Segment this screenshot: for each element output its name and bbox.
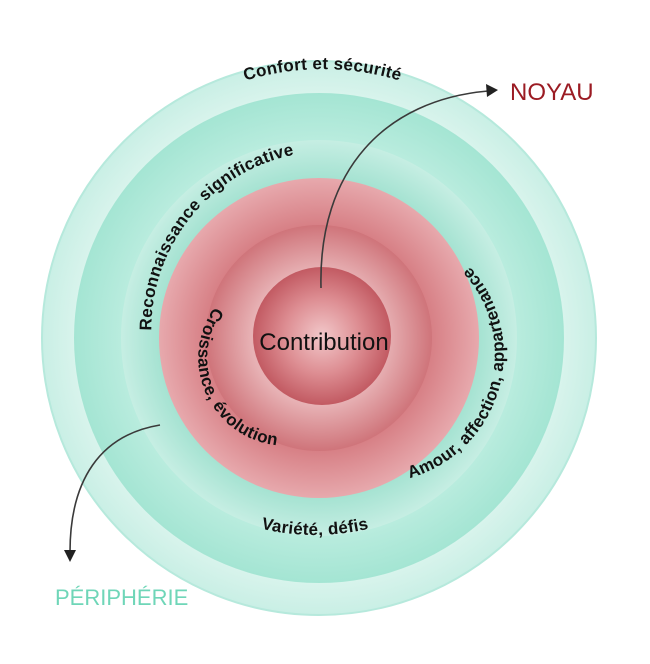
arrow-head-noyau [486,84,498,97]
arrow-to-periphery [69,424,161,553]
periphery-label: PÉRIPHÉRIE [55,585,188,610]
center-label: Contribution [259,329,388,356]
arrow-head-periphery [64,550,76,562]
core-label: NOYAU [510,79,594,106]
arrow-to-noyau [320,90,489,289]
center-contribution [253,267,391,405]
